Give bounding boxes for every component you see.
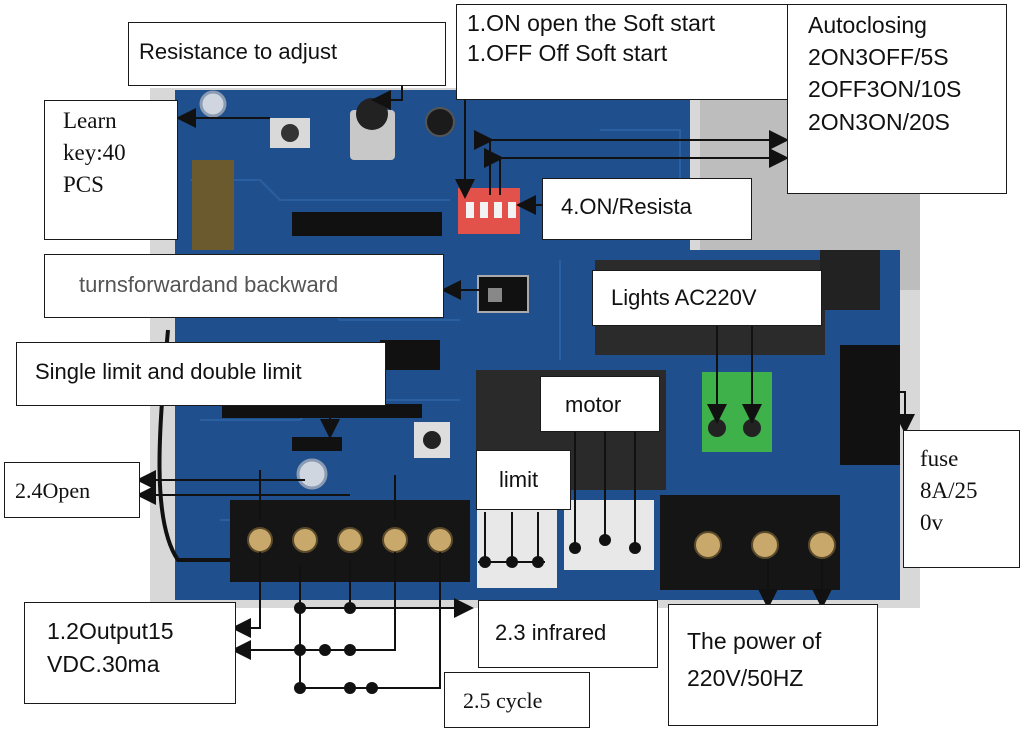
label-open-text: 2.4Open [15,478,91,503]
label-fuse: fuse 8A/25 0v [903,430,1020,568]
label-resistance: Resistance to adjust [128,22,446,86]
potentiometer-knob [356,98,388,130]
label-power-line1: The power of [687,628,822,654]
label-single-double: Single limit and double limit [16,342,386,406]
small-button-cap [423,431,441,449]
label-lights: Lights AC220V [592,270,822,326]
label-resistance-text: Resistance to adjust [139,39,338,64]
label-soft-start: 1.ON open the Soft start 1.OFF Off Soft … [456,4,788,100]
label-infrared: 2.3 infrared [478,600,658,668]
label-resista-text: 4.ON/Resista [561,194,692,219]
label-soft-start-line2: 1.OFF Off Soft start [467,39,668,66]
label-output: 1.2Output15 VDC.30ma [24,602,236,704]
label-motor-text: motor [565,392,622,417]
pin-header [292,437,342,451]
label-power: The power of 220V/50HZ [668,604,878,726]
label-lights-text: Lights AC220V [611,285,757,310]
label-turns: turnsforwardand backward [44,254,444,318]
label-output-line1: 1.2Output15 [47,618,174,644]
limit-connector [477,508,557,588]
label-infrared-text: 2.3 infrared [495,620,607,645]
label-power-line2: 220V/50HZ [687,664,804,691]
motor-connector [564,500,654,570]
lights-terminal [702,372,772,452]
power-screws [694,531,836,559]
label-open: 2.4Open [4,462,140,518]
label-learn-key-line3: PCS [63,172,104,198]
label-autoclosing-mode2: 2OFF3ON/10S [808,76,962,103]
lights-screw-2 [743,419,761,437]
direction-switch-slider [488,288,502,302]
input-screws [247,527,453,553]
label-motor: motor [540,376,660,432]
junction-dots [294,534,641,694]
label-cycle: 2.5 cycle [444,672,590,728]
capacitor [425,107,455,137]
label-autoclosing-title: Autoclosing [808,12,927,38]
dip-switch-levers [466,202,516,218]
top-right-connector [820,250,880,310]
label-learn-key-line1: Learn [63,108,117,133]
label-resista: 4.ON/Resista [542,178,752,240]
label-fuse-line2: 8A/25 [920,478,978,504]
mounting-hole [199,90,227,118]
lights-screw-1 [708,419,726,437]
label-output-line2: VDC.30ma [47,651,160,678]
label-autoclosing-mode3: 2ON3ON/20S [808,108,950,135]
fuse-holder [840,345,900,465]
direction-switch [477,275,529,313]
annotation-wires [136,85,915,689]
label-autoclosing: Autoclosing 2ON3OFF/5S 2OFF3ON/10S 2ON3O… [787,4,1007,194]
rf-module [192,160,234,250]
label-soft-start-line1: 1.ON open the Soft start [467,10,716,36]
label-turns-text: turnsforwardand backward [79,272,339,297]
label-limit: limit [476,450,571,510]
mounting-hole-2 [296,458,328,490]
ic-row [222,212,442,418]
label-cycle-text: 2.5 cycle [463,688,543,713]
label-learn-key: Learn key:40 PCS [44,100,178,240]
label-learn-key-line2: key:40 [63,140,126,166]
learn-button-cap [281,124,299,142]
label-single-double-text: Single limit and double limit [35,359,302,384]
label-limit-text: limit [499,467,539,492]
label-fuse-line1: fuse [920,446,959,471]
label-autoclosing-mode1: 2ON3OFF/5S [808,44,949,71]
label-fuse-line3: 0v [920,510,943,536]
